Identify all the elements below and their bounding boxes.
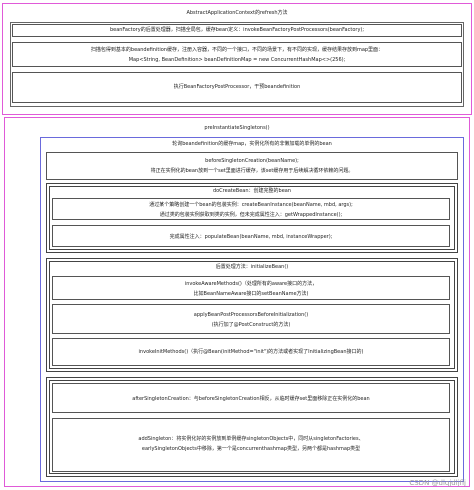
bean-wrapper-text-2: 通过类的包装实例获取到类的实例，但未完成属性注入：getWrappedInsta… <box>159 212 343 218</box>
bean-wrapper-box: 通过某个策略创建一个bean的包装实例：createBeanInstance(b… <box>52 198 450 220</box>
before-creation-text-2: 将正在实例化的bean放到一个set里面进行缓存，该set缓存用于后续解决循环依… <box>150 168 354 174</box>
add-singleton-text-2: earlySingletonObjects中移除，第一个是concurrenth… <box>141 446 361 452</box>
bfpp-box: beanFactory的后置处理器，扫描全局包，缓存bean定义：invokeB… <box>12 24 462 37</box>
init-frame <box>46 258 458 372</box>
after-creation-box: afterSingletonCreation：与beforeSingletonC… <box>52 383 450 413</box>
scan-box: 扫描包得到基本的beandefinition缓存，注册入容器，不同的一个接口，不… <box>12 42 462 67</box>
add-singleton-text-1: addSingleton：将实例化好的实例放到单例缓存singletonObje… <box>138 436 364 442</box>
refresh-container <box>10 22 464 107</box>
bean-wrapper-text-1: 通过某个策略创建一个bean的包装实例：createBeanInstance(b… <box>149 202 353 208</box>
aware-text-2: 比如BeanNameAware接口的setBeanName方法) <box>193 291 309 297</box>
docreate-frame <box>46 183 458 253</box>
refresh-frame <box>2 3 472 115</box>
bpp-text-2: (执行加了@PostConstruct的方法) <box>211 322 291 328</box>
bpp-box: applyBeanPostProcessorsBeforeInitializat… <box>52 304 450 334</box>
docreate-title: doCreateBean：创建完整的bean <box>212 188 292 194</box>
exec-bfpp-box: 执行BeanFactoryPostProcessor，干预beandefinit… <box>12 72 462 103</box>
scan-text-2: Map<String, BeanDefinition> beanDefiniti… <box>128 57 346 63</box>
populate-box: 完成属性注入：populateBean(beanName, mbd, insta… <box>52 225 450 247</box>
bpp-text-1: applyBeanPostProcessorsBeforeInitializat… <box>193 312 309 318</box>
after-frame <box>46 377 458 477</box>
aware-box: invokeAwareMethods()（处理所有的aware接口的方法， 比如… <box>52 276 450 300</box>
before-creation-box: beforeSingletonCreation(beanName); 将正在实例… <box>46 152 458 180</box>
before-creation-text-1: beforeSingletonCreation(beanName); <box>205 158 299 164</box>
preinstantiate-title: preInstantiateSingletons() <box>204 125 270 131</box>
init-methods-text: invokeInitMethods()（执行@Bean(initMethod="… <box>138 349 364 355</box>
init-methods-box: invokeInitMethods()（执行@Bean(initMethod="… <box>52 338 450 366</box>
add-singleton-box: addSingleton：将实例化好的实例放到单例缓存singletonObje… <box>52 418 450 472</box>
refresh-title: AbstractApplicationContext的refresh方法 <box>186 10 288 16</box>
loop-frame <box>40 137 464 482</box>
bfpp-text: beanFactory的后置处理器，扫描全局包，缓存bean定义：invokeB… <box>109 27 365 33</box>
exec-bfpp-text: 执行BeanFactoryPostProcessor，干预beandefinit… <box>173 84 301 90</box>
populate-text: 完成属性注入：populateBean(beanName, mbd, insta… <box>169 234 333 240</box>
loop-title: 轮询beandefinition的缓存map，实例化所有的非懒加载的单例的bea… <box>172 141 332 147</box>
preinstantiate-frame <box>4 117 470 487</box>
after-creation-text: afterSingletonCreation：与beforeSingletonC… <box>132 396 370 402</box>
scan-text-1: 扫描包得到基本的beandefinition缓存，注册入容器，不同的一个接口，不… <box>90 47 384 53</box>
watermark-text: CSDN @dlqjdljflj <box>409 479 466 487</box>
aware-text-1: invokeAwareMethods()（处理所有的aware接口的方法， <box>184 281 318 287</box>
init-title: 后置处理方法：initializeBean() <box>215 264 289 270</box>
